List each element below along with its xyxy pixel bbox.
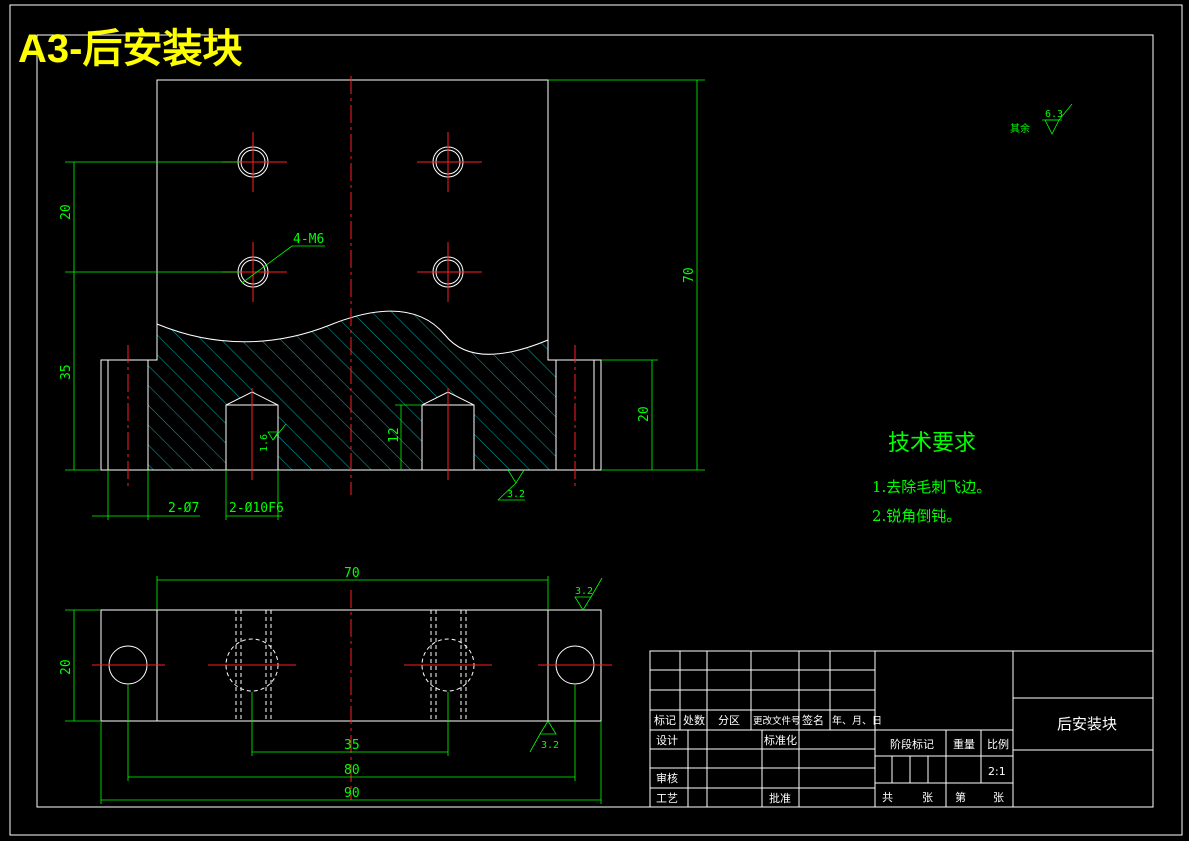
tb-review: 审核 [656,771,678,785]
dim-right-base: 20 [637,406,652,422]
tb-scale-label: 比例 [987,737,1009,751]
dim-top-width: 70 [344,566,360,581]
roughness-right: 3.2 [575,586,593,597]
tb-approve: 批准 [769,791,791,805]
roughness-icon [529,720,557,753]
tb-header-2: 处数 [683,714,705,727]
tech-heading: 技术要求 [888,431,976,456]
tb-sheet: 张 [993,791,1004,804]
tb-scale-value: 2:1 [988,765,1006,778]
top-view: 70 20 35 80 90 3.2 3.2 [59,566,612,804]
tb-header-6: 年、月、日 [832,714,882,727]
title-block: 标记 处数 分区 更改文件号 签名 年、月、日 设计 标准化 审核 工艺 批准 … [649,650,1154,808]
dim-lower: 35 [59,364,74,380]
drawing-title: A3-后安装块 [18,27,242,71]
inner-frame [36,34,1154,808]
thread-label: 4-M6 [293,232,324,247]
dim-top-height: 20 [59,659,74,675]
roughness-bottom-top: 3.2 [541,740,559,751]
roughness-bottom: 3.2 [507,489,525,500]
roughness-icon [497,469,525,501]
tb-part-name: 后安装块 [1057,715,1117,733]
section-hatch [148,311,556,470]
pin-hole-label: 2-Ø10F6 [229,501,284,516]
dim-80: 80 [344,763,360,778]
tb-stage-mark: 阶段标记 [890,737,934,751]
tb-page-no: 第 [955,790,966,804]
dim-upper: 20 [59,204,74,220]
tech-item-1: 1.去除毛刺飞边。 [872,478,991,496]
dim-height-total: 70 [682,267,697,283]
roughness-icon [267,423,287,441]
dim-35: 35 [344,738,360,753]
tb-process: 工艺 [656,792,678,805]
surface-note-label: 其余 [1010,122,1030,135]
roughness-icon [574,577,603,611]
tech-item-2: 2.锐角倒钝。 [872,507,961,525]
side-hole-label: 2-Ø7 [168,501,199,516]
surface-note-value: 6.3 [1045,109,1063,120]
tb-sheets: 张 [922,791,933,804]
tb-header-4: 更改文件号 [753,715,801,727]
front-view: 20 35 70 20 12 4-M6 2-Ø7 2-Ø10F6 1.6 3.2 [59,76,705,520]
dim-slot-depth: 12 [387,427,402,443]
tb-standard: 标准化 [764,733,797,747]
roughness-pin: 1.6 [259,434,270,452]
tb-design: 设计 [656,734,678,747]
tb-total: 共 [882,791,893,804]
break-curve [156,310,549,355]
tb-header-1: 标记 [654,713,676,727]
outer-frame [9,4,1183,836]
tb-weight: 重量 [953,737,975,751]
dim-90: 90 [344,786,360,801]
tb-header-5: 签名 [802,713,824,727]
tb-header-3: 分区 [718,714,740,727]
